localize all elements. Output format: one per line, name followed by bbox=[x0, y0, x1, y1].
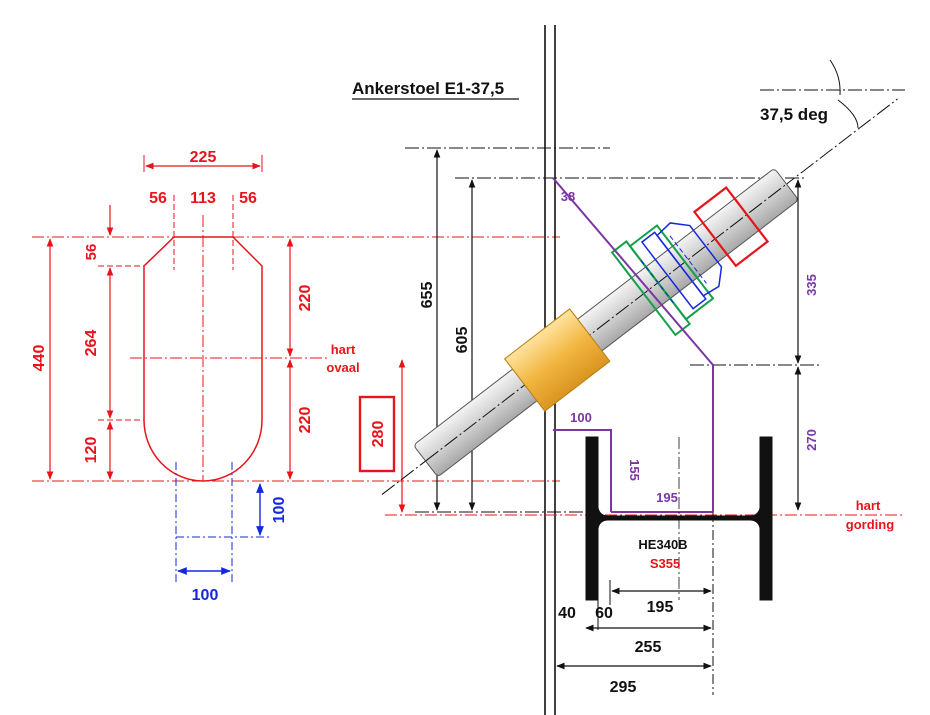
oval-slot-view: 225 56 113 56 440 56 264 120 220 220 har… bbox=[31, 149, 560, 604]
dim-255: 255 bbox=[635, 639, 662, 656]
beam-name: HE340B bbox=[638, 537, 687, 552]
dim-225: 225 bbox=[190, 149, 217, 166]
dim-40: 40 bbox=[558, 605, 576, 622]
dim-blue-100-vertical: 100 bbox=[271, 497, 288, 524]
dim-56-vertical: 56 bbox=[83, 244, 100, 261]
blue-spherical-washer bbox=[656, 222, 723, 297]
red-nut bbox=[692, 185, 770, 268]
dim-113: 113 bbox=[190, 190, 216, 207]
anchor-assembly bbox=[381, 98, 898, 495]
dim-335: 335 bbox=[804, 274, 819, 296]
dim-270: 270 bbox=[804, 429, 819, 451]
dim-220-lower: 220 bbox=[297, 407, 314, 434]
he340b-beam-section bbox=[585, 436, 773, 601]
dim-56-right: 56 bbox=[239, 190, 257, 207]
dim-220-upper: 220 bbox=[297, 285, 314, 312]
angle-label: 37,5 deg bbox=[760, 105, 828, 124]
dim-blue-100-horizontal: 100 bbox=[192, 587, 219, 604]
dim-605: 605 bbox=[454, 327, 471, 354]
dim-440: 440 bbox=[31, 345, 48, 372]
dim-264: 264 bbox=[83, 330, 100, 357]
beam-grade: S355 bbox=[650, 556, 680, 571]
dim-280-box bbox=[358, 395, 396, 473]
dim-195-purple: 195 bbox=[656, 490, 678, 505]
purple-plate-edge bbox=[552, 177, 714, 366]
dim-295: 295 bbox=[610, 679, 637, 696]
dim-100-purple: 100 bbox=[570, 410, 592, 425]
coupler-nut bbox=[503, 308, 611, 412]
hart-ovaal-line2: ovaal bbox=[326, 360, 359, 375]
dim-56-left: 56 bbox=[149, 190, 167, 207]
hart-ovaal-line1: hart bbox=[331, 342, 356, 357]
hart-gording-line2: gording bbox=[846, 517, 894, 532]
dim-120: 120 bbox=[83, 437, 100, 464]
oval-slot-outline bbox=[143, 236, 263, 482]
dim-38: 38 bbox=[561, 189, 575, 204]
dim-155: 155 bbox=[627, 459, 642, 481]
dim-655: 655 bbox=[419, 282, 436, 309]
hart-gording-line1: hart bbox=[856, 498, 881, 513]
purple-bracket bbox=[553, 429, 612, 512]
drawing-title: Ankerstoel E1-37,5 bbox=[352, 79, 504, 98]
dim-280: 280 bbox=[370, 421, 387, 448]
dim-60: 60 bbox=[595, 605, 613, 622]
dim-195: 195 bbox=[647, 599, 674, 616]
